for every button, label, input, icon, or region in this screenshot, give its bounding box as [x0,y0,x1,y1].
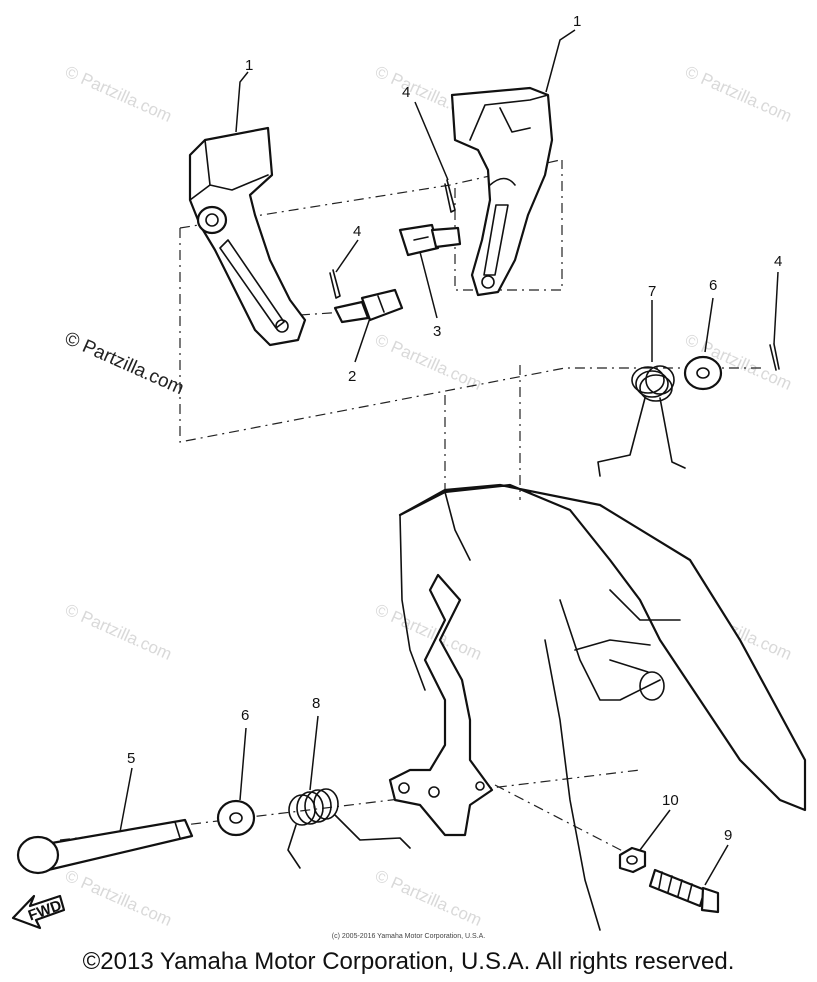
cotter-pin-right [769,343,780,371]
callout-7: 7 [648,283,656,300]
cotter-pin-middle [329,269,341,299]
callout-8: 8 [312,695,320,712]
washer-6-upper [683,355,723,391]
bracket-housing [398,483,807,931]
bolt-9 [648,868,720,914]
cotter-pin-upper [444,179,456,213]
leader-lines [119,29,779,886]
callout-2: 2 [348,368,356,385]
callout-4-right: 4 [774,253,782,270]
callout-4-middle: 4 [353,223,361,240]
callout-4-upper: 4 [402,84,410,101]
callout-6-lower: 6 [241,707,249,724]
torsion-spring-7 [597,365,686,477]
lever-bracket-left [188,126,307,347]
lever-bracket-right [450,86,554,297]
long-pin-5 [16,818,194,875]
callout-9: 9 [724,827,732,844]
clutch-lever [388,573,494,837]
joint-pin-2 [333,288,404,324]
callout-3: 3 [433,323,441,340]
callout-1-left: 1 [245,57,253,74]
torsion-spring-8 [287,788,411,869]
small-copyright: (c) 2005-2016 Yamaha Motor Corporation, … [331,933,486,940]
nut-10 [618,846,647,874]
fwd-arrow: FWD [11,894,66,930]
washer-6-lower [216,799,256,837]
callout-1-right: 1 [573,13,581,30]
callout-10: 10 [662,792,679,809]
callout-5: 5 [127,750,135,767]
joint-pin-3 [398,223,462,257]
copyright-notice: ©2013 Yamaha Motor Corporation, U.S.A. A… [82,948,735,975]
callout-6-upper: 6 [709,277,717,294]
callout-numbers: 1 1 4 4 2 3 7 6 4 5 6 8 10 9 [127,13,782,844]
